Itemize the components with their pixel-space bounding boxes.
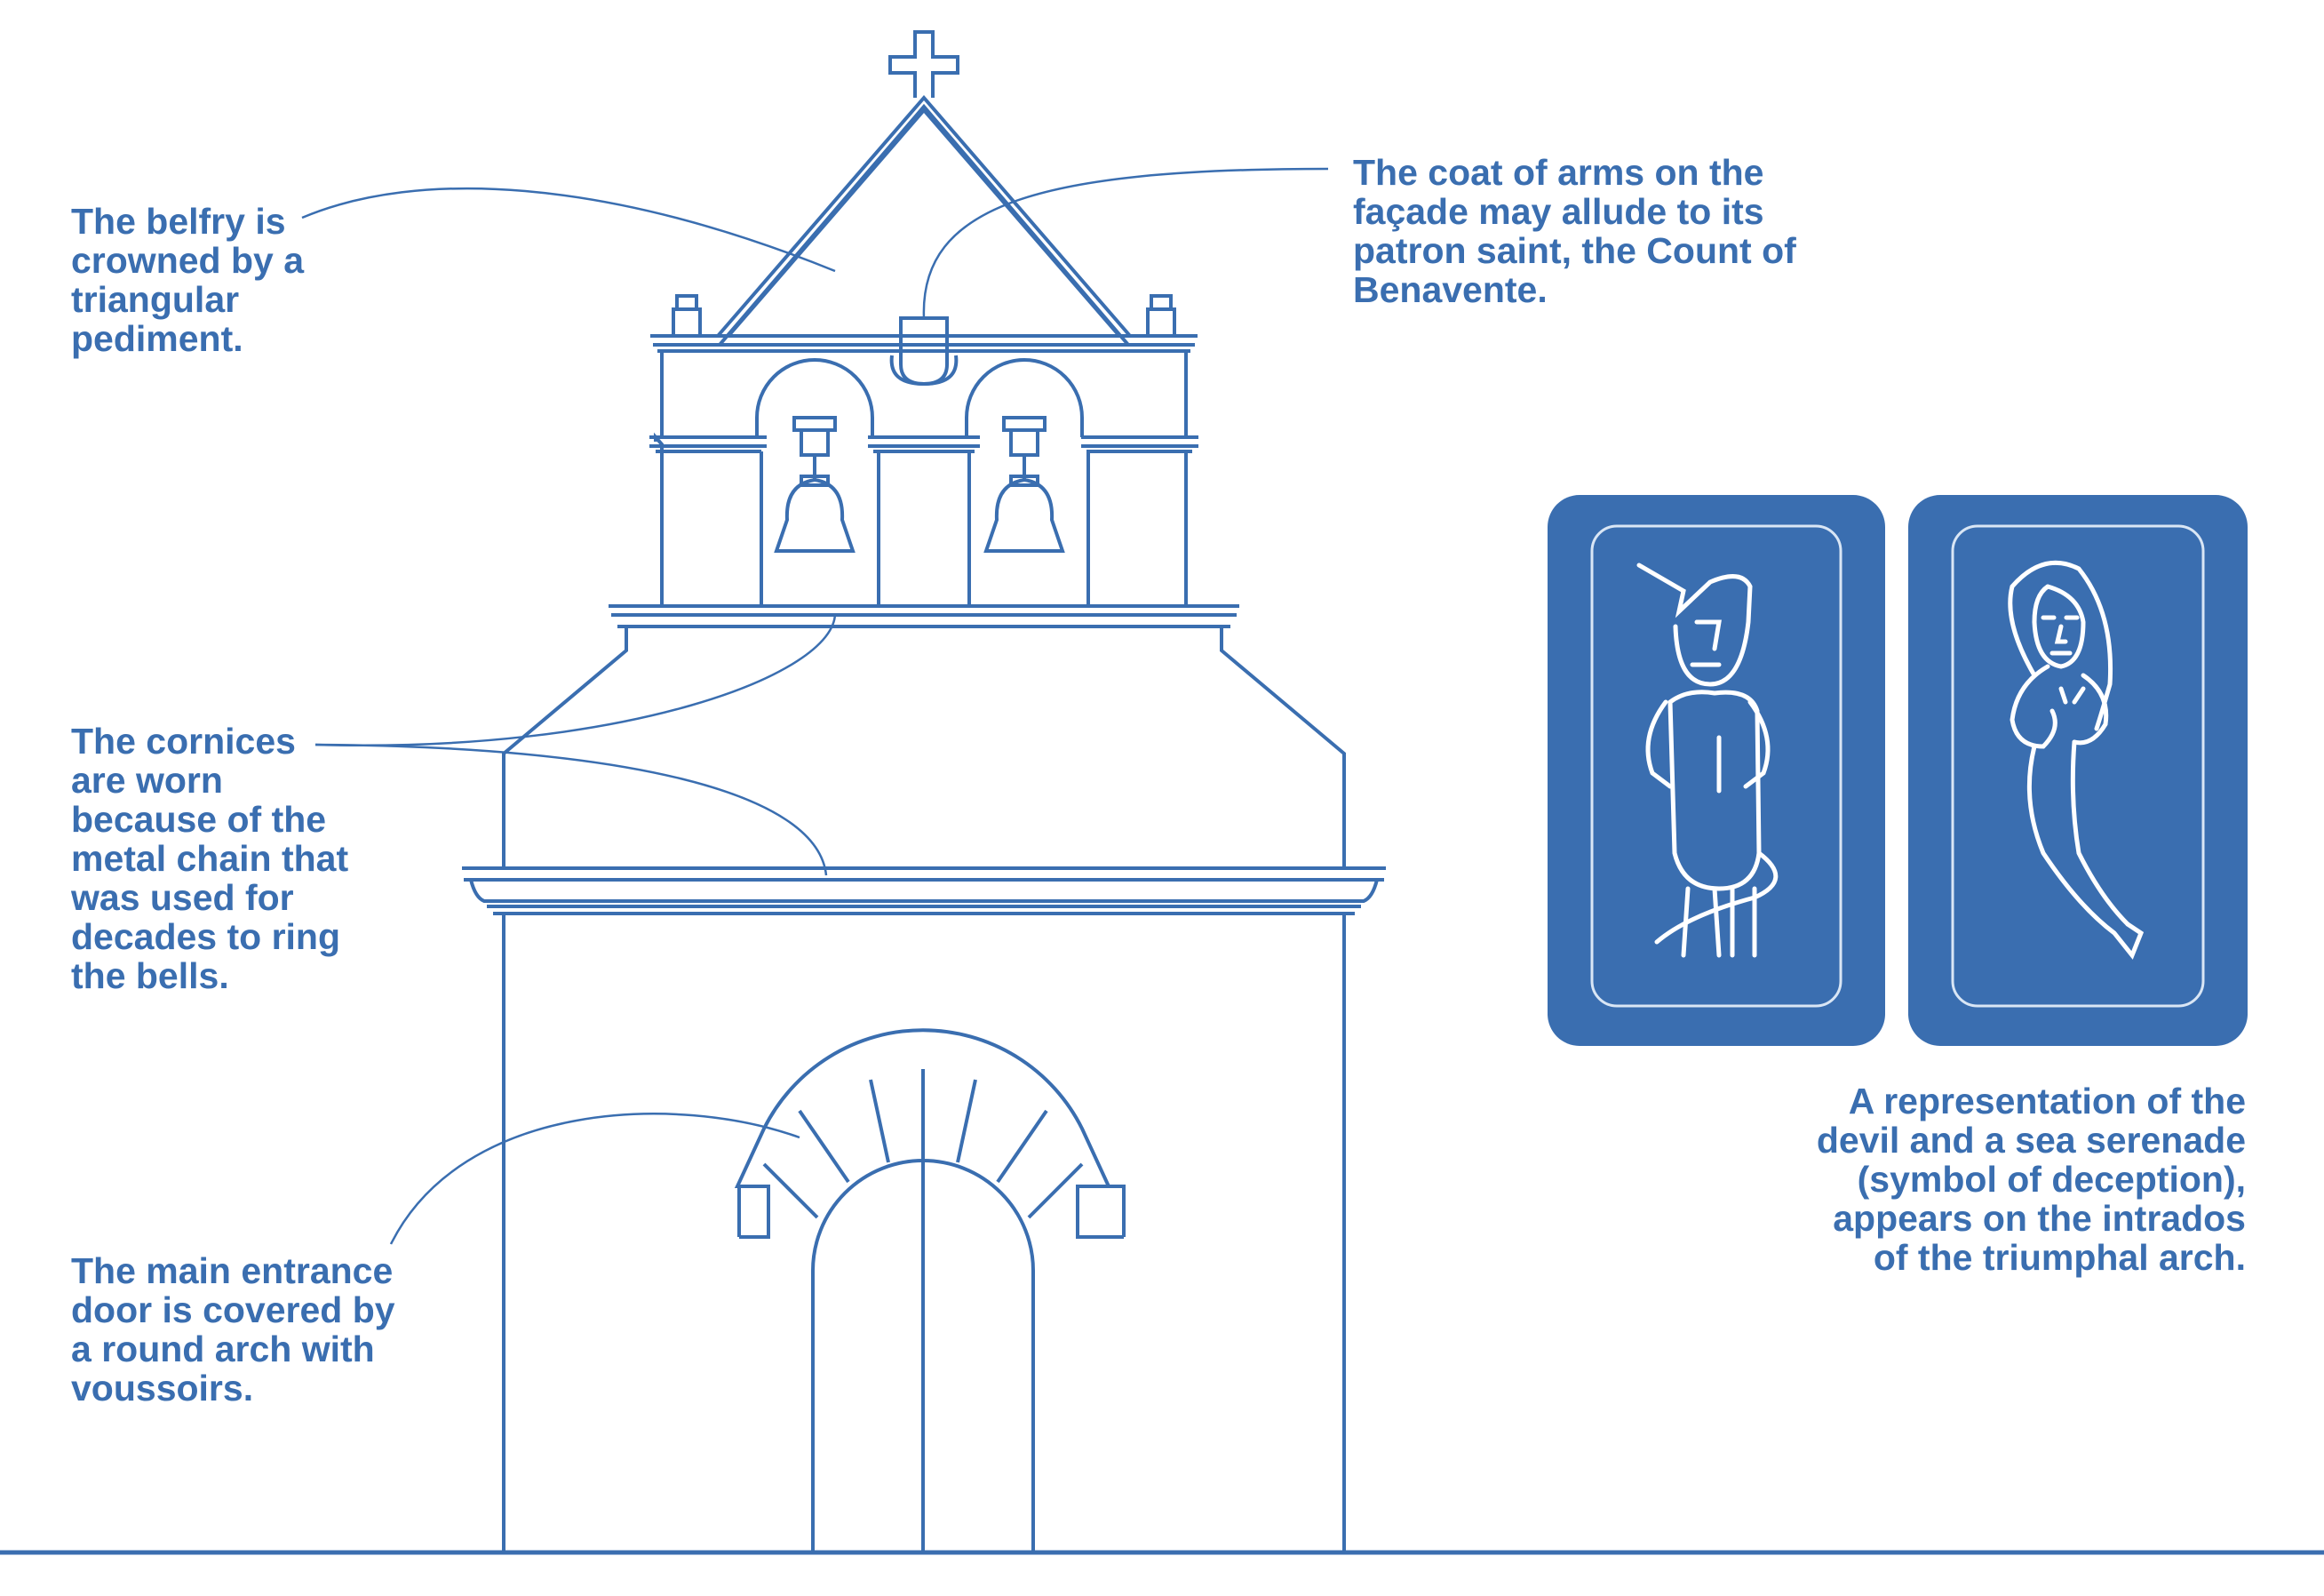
cross	[888, 30, 959, 98]
annotation-carvings: A representation of the devil and a sea …	[1817, 1081, 2246, 1277]
annotation-line: A representation of the	[1848, 1081, 2246, 1121]
annotation-line: The cornices	[71, 721, 296, 762]
annotation-line: The main entrance	[71, 1250, 394, 1291]
annotation-line: was used for	[71, 877, 294, 918]
finials	[672, 294, 1176, 338]
annotation-line: pediment.	[71, 318, 243, 359]
devil-figure	[1636, 563, 1779, 958]
annotation-line: decades to ring	[71, 916, 341, 957]
annotation-line: crowned by a	[71, 240, 305, 281]
voussoirs	[734, 1028, 1126, 1239]
annotation-line: The belfry is	[71, 201, 286, 242]
annotation-entrance: The main entrance door is covered by a r…	[71, 1251, 395, 1408]
annotation-line: (symbol of deception),	[1857, 1159, 2246, 1200]
entrance-door	[811, 1155, 1035, 1552]
lower-cornice	[462, 866, 1386, 915]
annotation-line: metal chain that	[71, 838, 349, 879]
annotation-line: are worn	[71, 760, 223, 801]
annotation-line: because of the	[71, 799, 327, 840]
annotation-line: façade may allude to its	[1353, 191, 1764, 232]
annotation-line: appears on the intrados	[1833, 1198, 2246, 1239]
annotation-line: voussoirs.	[71, 1368, 254, 1408]
carving-panel-devil	[1548, 495, 1885, 1046]
annotation-line: the bells.	[71, 955, 229, 996]
annotation-line: The coat of arms on the	[1353, 152, 1764, 193]
annotation-line: devil and a sea serenade	[1816, 1120, 2246, 1161]
coat-of-arms	[889, 316, 959, 387]
annotation-line: door is covered by	[71, 1289, 395, 1330]
bell-right	[983, 416, 1065, 553]
annotation-cornices: The cornices are worn because of the met…	[71, 722, 348, 995]
leader-lines	[301, 167, 1329, 1245]
annotation-line: triangular	[71, 279, 240, 320]
annotation-line: patron saint, the Count of	[1353, 230, 1796, 271]
belfry	[649, 334, 1198, 606]
church-body	[502, 626, 1346, 1552]
bell-left	[774, 416, 856, 553]
annotation-line: a round arch with	[71, 1329, 375, 1369]
annotation-line: of the triumphal arch.	[1873, 1237, 2246, 1278]
pediment	[716, 94, 1132, 347]
mermaid-figure	[2008, 560, 2145, 960]
annotation-coat-of-arms: The coat of arms on the façade may allud…	[1353, 153, 1796, 309]
annotation-line: Benavente.	[1353, 269, 1548, 310]
upper-cornice	[609, 604, 1239, 628]
annotation-belfry: The belfry is crowned by a triangular pe…	[71, 202, 304, 358]
carving-panel-mermaid	[1908, 495, 2248, 1046]
